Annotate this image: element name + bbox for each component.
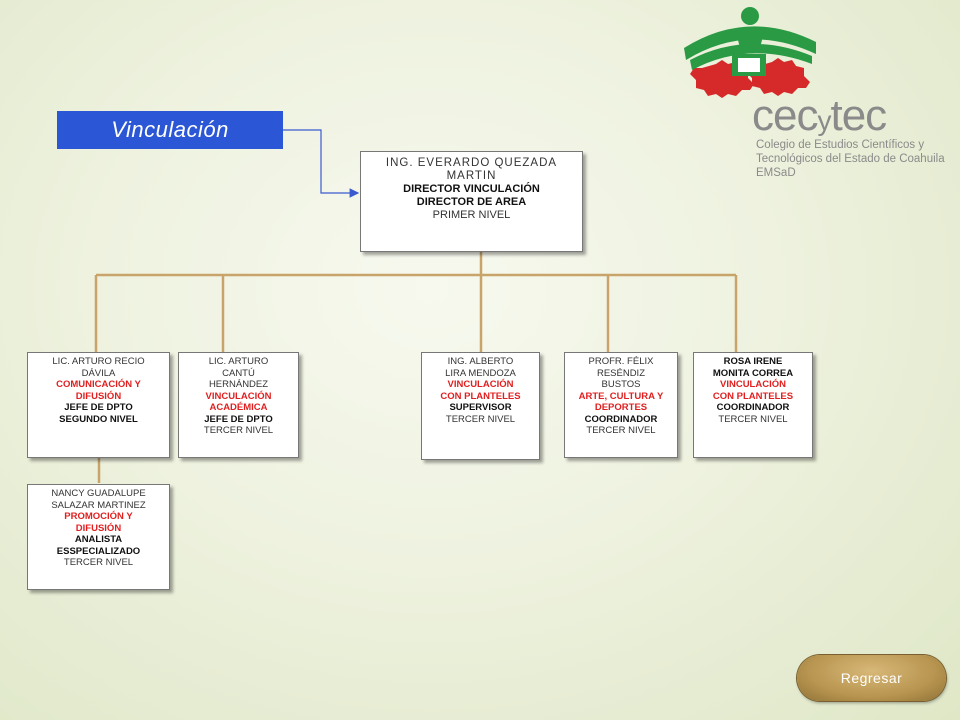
director-name: ING. EVERARDO QUEZADA bbox=[385, 157, 558, 169]
staff-area: DEPORTES bbox=[594, 402, 648, 413]
staff-name: LIC. ARTURO RECIO bbox=[52, 356, 145, 367]
staff-name: DÁVILA bbox=[81, 367, 116, 379]
staff-name: ROSA IRENE bbox=[723, 356, 783, 367]
staff-position: SUPERVISOR bbox=[449, 402, 512, 413]
director-box: ING. EVERARDO QUEZADA MARTIN DIRECTOR VI… bbox=[360, 151, 583, 252]
staff-box-arte-cultura: PROFR. FÉLIX RESÉNDIZ BUSTOS ARTE, CULTU… bbox=[564, 352, 678, 458]
staff-position: COORDINADOR bbox=[716, 402, 790, 413]
staff-tier: TERCER NIVEL bbox=[586, 425, 656, 436]
staff-area: DIFUSIÓN bbox=[75, 522, 122, 534]
staff-area: ACADÉMICA bbox=[209, 402, 268, 413]
director-tier: PRIMER NIVEL bbox=[432, 209, 511, 221]
section-title-badge: Vinculación bbox=[57, 111, 283, 149]
staff-box-vinculacion-academica: LIC. ARTURO CANTÚ HERNÁNDEZ VINCULACIÓN … bbox=[178, 352, 299, 458]
staff-tier: TERCER NIVEL bbox=[445, 413, 516, 425]
staff-name: ING. ALBERTO bbox=[447, 356, 514, 367]
staff-name: SALAZAR MARTINEZ bbox=[51, 499, 146, 511]
staff-tier: TERCER NIVEL bbox=[63, 557, 134, 568]
staff-position: JEFE DE DPTO bbox=[64, 402, 133, 413]
back-button[interactable]: Regresar bbox=[797, 655, 946, 701]
staff-name: HERNÁNDEZ bbox=[208, 379, 269, 390]
logo-subtitle: Colegio de Estudios Científicos y Tecnol… bbox=[756, 139, 945, 179]
staff-position: JEFE DE DPTO bbox=[204, 413, 273, 425]
staff-area: COMUNICACIÓN Y bbox=[56, 379, 141, 390]
staff-position: COORDINADOR bbox=[584, 413, 658, 425]
staff-name: CANTÚ bbox=[222, 367, 255, 379]
director-level: DIRECTOR DE AREA bbox=[416, 196, 527, 208]
staff-tier: TERCER NIVEL bbox=[203, 425, 274, 436]
staff-area: CON PLANTELES bbox=[440, 390, 521, 402]
staff-box-supervisor: ING. ALBERTO LIRA MENDOZA VINCULACIÓN CO… bbox=[421, 352, 540, 460]
staff-area: VINCULACIÓN bbox=[447, 379, 514, 390]
staff-tier: SEGUNDO NIVEL bbox=[59, 413, 138, 425]
staff-area: PROMOCIÓN Y bbox=[64, 511, 133, 522]
staff-tier: TERCER NIVEL bbox=[718, 413, 788, 425]
cecytec-logo: cecytec Colegio de Estudios Científicos … bbox=[672, 2, 956, 202]
staff-area: ARTE, CULTURA Y bbox=[578, 390, 664, 402]
staff-box-promocion-difusion: NANCY GUADALUPE SALAZAR MARTINEZ PROMOCI… bbox=[27, 484, 170, 590]
staff-area: DIFUSIÓN bbox=[75, 390, 122, 402]
staff-name: RESÉNDIZ bbox=[596, 367, 646, 379]
staff-area: VINCULACIÓN bbox=[205, 390, 272, 402]
staff-name: LIC. ARTURO bbox=[208, 356, 269, 367]
logo-brand-text: cecytec bbox=[752, 91, 887, 140]
staff-name: MONITA CORREA bbox=[712, 367, 794, 379]
staff-area: VINCULACIÓN bbox=[720, 379, 786, 390]
cecytec-emblem-icon bbox=[684, 7, 816, 98]
staff-name: BUSTOS bbox=[601, 379, 641, 390]
staff-name: PROFR. FÉLIX bbox=[588, 356, 654, 367]
staff-area: CON PLANTELES bbox=[712, 390, 794, 402]
staff-box-comunicacion: LIC. ARTURO RECIO DÁVILA COMUNICACIÓN Y … bbox=[27, 352, 170, 458]
staff-position: ANALISTA bbox=[74, 534, 123, 545]
director-role: DIRECTOR VINCULACIÓN bbox=[403, 183, 540, 195]
director-name-line2: MARTIN bbox=[446, 170, 497, 182]
staff-position: ESSPECIALIZADO bbox=[56, 545, 141, 557]
staff-name: LIRA MENDOZA bbox=[445, 367, 516, 379]
staff-box-coordinador-planteles: ROSA IRENE MONITA CORREA VINCULACIÓN CON… bbox=[693, 352, 813, 458]
staff-name: NANCY GUADALUPE bbox=[51, 488, 146, 499]
